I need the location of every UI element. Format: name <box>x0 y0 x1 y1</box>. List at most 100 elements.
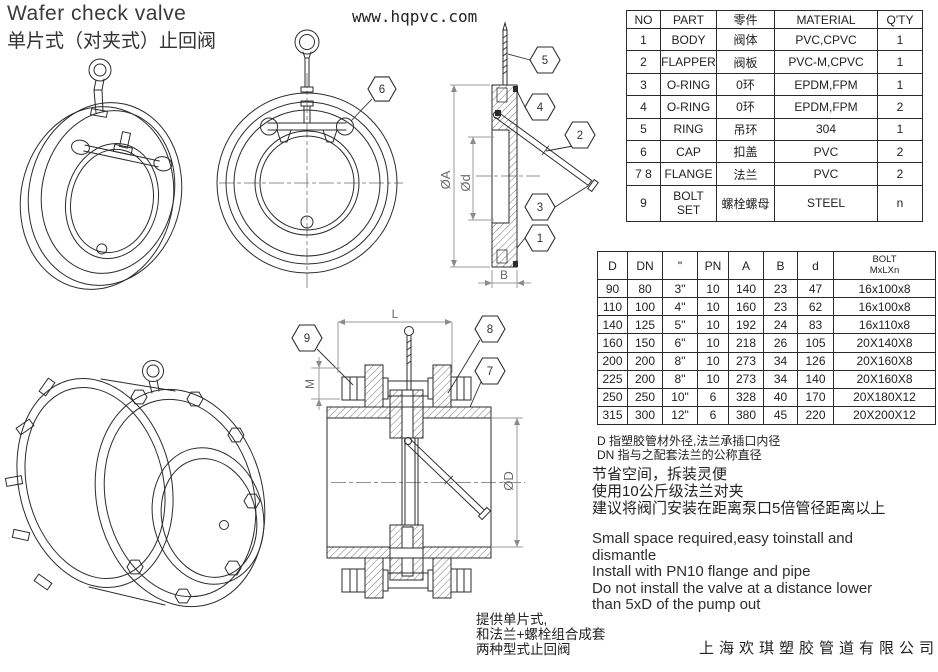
table-cell: 200 <box>597 351 628 371</box>
column-header: PN <box>697 251 729 280</box>
table-cell: 273 <box>728 369 764 389</box>
body-silhouette-top <box>101 379 175 391</box>
drawing-section-view: 5 4 2 3 1 ØA Ød <box>438 18 640 303</box>
table-cell: 4" <box>662 297 698 317</box>
callout-7: 7 <box>475 358 505 384</box>
table-cell: 16x100x8 <box>833 278 936 299</box>
table-cell: 2 <box>877 162 923 186</box>
pipe-section <box>327 407 491 558</box>
leader-4 <box>517 91 525 107</box>
drawing-iso-flanged-valve <box>5 335 290 635</box>
table-cell: 380 <box>728 405 764 426</box>
svg-text:4: 4 <box>537 102 544 114</box>
table-cell: 10 <box>697 278 729 299</box>
table-cell: 0环 <box>716 72 775 97</box>
hinge-assembly <box>261 101 354 228</box>
drawing-installed-section: 9 8 7 L M ØD <box>285 307 535 635</box>
svg-text:ØD: ØD <box>501 471 516 491</box>
column-header: " <box>662 251 698 280</box>
hinge-assembly <box>51 122 177 264</box>
callout-1: 1 <box>525 225 555 251</box>
cap-left <box>261 118 278 135</box>
table-cell: 273 <box>728 351 764 371</box>
lifting-rod <box>405 327 414 391</box>
table-cell: 20X160X8 <box>833 351 936 371</box>
table-cell: 20X160X8 <box>833 369 936 389</box>
table-cell: PVC,CPVC <box>774 27 878 52</box>
drawing-iso-wafer-valve <box>8 52 213 282</box>
lifting-ring <box>295 30 319 92</box>
dim-m: M <box>303 357 340 410</box>
table-cell: 140 <box>797 369 834 389</box>
table-cell: 225 <box>597 369 628 389</box>
svg-text:2: 2 <box>577 130 583 142</box>
table-cell: 6" <box>662 333 698 353</box>
table-cell: 40 <box>763 387 798 407</box>
column-header: BOLT MxLXn <box>833 251 936 280</box>
table-cell: 250 <box>627 387 663 407</box>
lifting-rod <box>503 23 507 85</box>
table-cell: 105 <box>797 333 834 353</box>
remark-line: 建议将阀门安装在距离泵口5倍管径距离以上 <box>592 500 886 517</box>
table-cell: 160 <box>728 297 764 317</box>
svg-text:9: 9 <box>304 333 310 345</box>
table-cell: 62 <box>797 297 834 317</box>
bolt-set-bottom <box>342 558 471 598</box>
table-cell: 8" <box>662 369 698 389</box>
svg-text:L: L <box>392 307 399 321</box>
table-cell: 10 <box>697 315 729 335</box>
table-cell: 2 <box>877 95 923 119</box>
table-cell: 1 <box>877 117 923 142</box>
table-cell: 304 <box>774 117 878 142</box>
remark-line: than 5xD of the pump out <box>592 596 761 613</box>
table-cell: BOLT SET <box>660 184 717 223</box>
svg-text:6: 6 <box>379 84 385 96</box>
table-cell: EPDM,FPM <box>774 72 878 97</box>
svg-text:7: 7 <box>487 366 493 378</box>
table-cell: PVC <box>774 162 878 186</box>
table-cell: PVC <box>774 140 878 164</box>
table-cell: 83 <box>797 315 834 335</box>
leader-3 <box>555 186 588 207</box>
valve-body-circles <box>217 93 397 273</box>
table-cell: 218 <box>728 333 764 353</box>
table-cell: O-RING <box>660 95 717 119</box>
table-cell: 阀板 <box>716 50 775 74</box>
table-cell: 23 <box>763 297 798 317</box>
flapper-tab <box>301 216 313 228</box>
table-cell: 6 <box>697 387 729 407</box>
table-cell: 47 <box>797 278 834 299</box>
o-ring-bottom <box>513 261 518 267</box>
flange-bolts <box>127 390 260 603</box>
column-header: D <box>597 251 628 280</box>
dim-width: B <box>478 268 531 288</box>
table-cell: 9 <box>626 184 661 223</box>
table-cell: 250 <box>597 387 628 407</box>
table-cell: 45 <box>763 405 798 426</box>
table-cell: n <box>877 184 923 223</box>
table-cell: 阀体 <box>716 27 775 52</box>
table-cell: 3" <box>662 278 698 299</box>
table-cell: 126 <box>797 351 834 371</box>
offer-line: 提供单片式, <box>476 612 548 627</box>
column-header: A <box>728 251 764 280</box>
table-cell: 1 <box>877 72 923 97</box>
svg-text:3: 3 <box>537 202 543 214</box>
bore <box>138 436 278 597</box>
table-cell: 125 <box>627 315 663 335</box>
table-cell: 300 <box>627 405 663 426</box>
note-dn: DN 指与之配套法兰的公称直径 <box>597 448 762 462</box>
cap-right <box>337 118 354 135</box>
front-flange <box>73 371 287 625</box>
table-cell: 160 <box>597 333 628 353</box>
